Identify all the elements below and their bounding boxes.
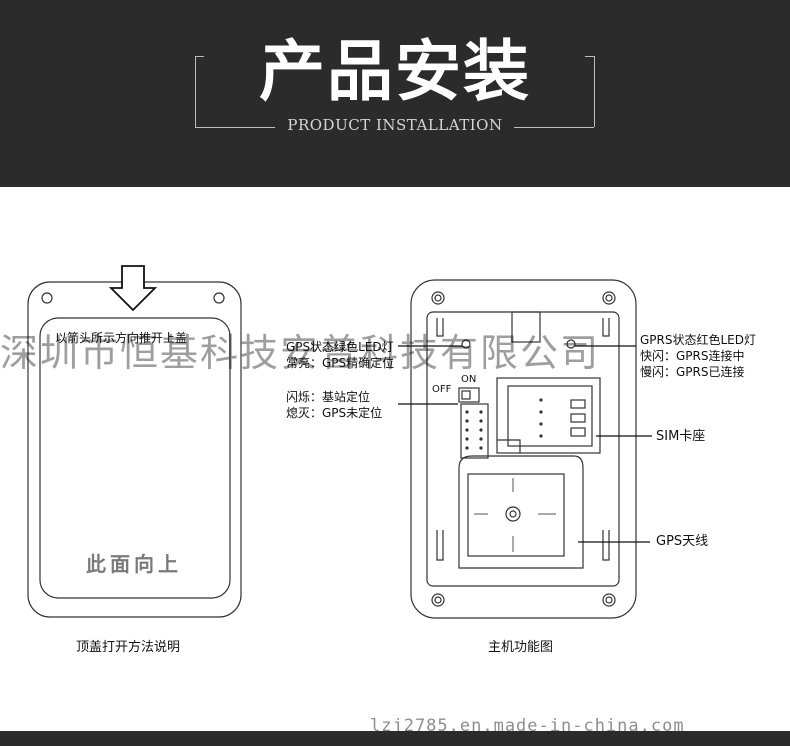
top-cover-inner: [39, 317, 231, 599]
pin-header: [460, 403, 489, 459]
flash-label: 闪烁：基站定位: [286, 390, 371, 404]
gps-antenna-frame: [458, 455, 584, 569]
gps-antenna-feed-inner: [509, 510, 517, 518]
mount-hole-bottom-right: [602, 593, 616, 607]
mount-hole-bottom-left: [431, 593, 445, 607]
gps-antenna-label: GPS天线: [656, 534, 709, 549]
top-connector: [511, 311, 541, 343]
main-unit-outer: [410, 279, 637, 619]
gps-led-label: GPS状态绿色LED灯: [286, 340, 394, 354]
side-clip-left-bottom: [436, 530, 444, 561]
switch-off-label: OFF: [432, 384, 452, 395]
sim-label: SIM卡座: [656, 429, 706, 444]
mount-hole-top-left-inner: [434, 294, 442, 302]
sim-contact-1: [570, 399, 586, 409]
sim-holder-edge: [497, 439, 521, 453]
sim-contact-3: [570, 427, 586, 437]
mount-hole-top-right: [602, 291, 616, 305]
gprs-led-label: GPRS状态红色LED灯: [640, 333, 756, 347]
gps-antenna-patch: [467, 473, 565, 557]
mount-hole-top-left: [431, 291, 445, 305]
mount-hole-bottom-left-inner: [434, 596, 442, 604]
off-label: 熄灭：GPS未定位: [286, 406, 383, 420]
page-subtitle: PRODUCT INSTALLATION: [287, 116, 503, 134]
header-banner: 产品安装 PRODUCT INSTALLATION: [0, 0, 790, 187]
gps-antenna-feed: [505, 506, 521, 522]
gps-led: [461, 339, 471, 349]
mount-hole-bottom-right-inner: [605, 596, 613, 604]
main-unit-caption: 主机功能图: [488, 640, 554, 655]
side-clip-right-top: [602, 318, 610, 337]
switch-on-label: ON: [461, 374, 477, 385]
sim-contact-2: [570, 413, 586, 423]
gprs-slow-label: 慢闪：GPRS已连接: [640, 365, 745, 379]
side-clip-left-top: [436, 318, 444, 337]
push-direction-arrow-icon: [108, 265, 158, 312]
power-switch: [458, 387, 480, 403]
mount-hole-top-right-inner: [605, 294, 613, 302]
gprs-fast-label: 快闪：GPRS连接中: [640, 349, 745, 363]
top-cover-caption: 顶盖打开方法说明: [76, 640, 181, 655]
page-title: 产品安装: [259, 33, 531, 110]
bracket-left-vertical: [195, 56, 196, 127]
footer-strip: [0, 731, 790, 746]
bracket-right-top: [585, 56, 594, 57]
side-clip-right-bottom: [602, 530, 610, 561]
gprs-led: [566, 339, 576, 349]
face-up-label: 此面向上: [86, 552, 182, 576]
sim-holder-body: [507, 385, 593, 447]
gps-steady-label: 常亮：GPS精确定位: [286, 356, 395, 370]
bracket-left-top: [195, 56, 204, 57]
screw-hole-top-left: [41, 292, 53, 304]
power-switch-knob: [461, 390, 471, 400]
bracket-left-bottom: [195, 127, 275, 128]
watermark-company: 深圳市恒基科技安普科技有限公司: [0, 331, 601, 375]
bracket-right-bottom: [514, 127, 594, 128]
bracket-right-vertical: [594, 56, 595, 127]
push-cover-instruction: 以箭头所示方向推开上盖: [55, 331, 188, 345]
screw-hole-top-right: [213, 292, 225, 304]
sim-holder: [496, 377, 601, 454]
